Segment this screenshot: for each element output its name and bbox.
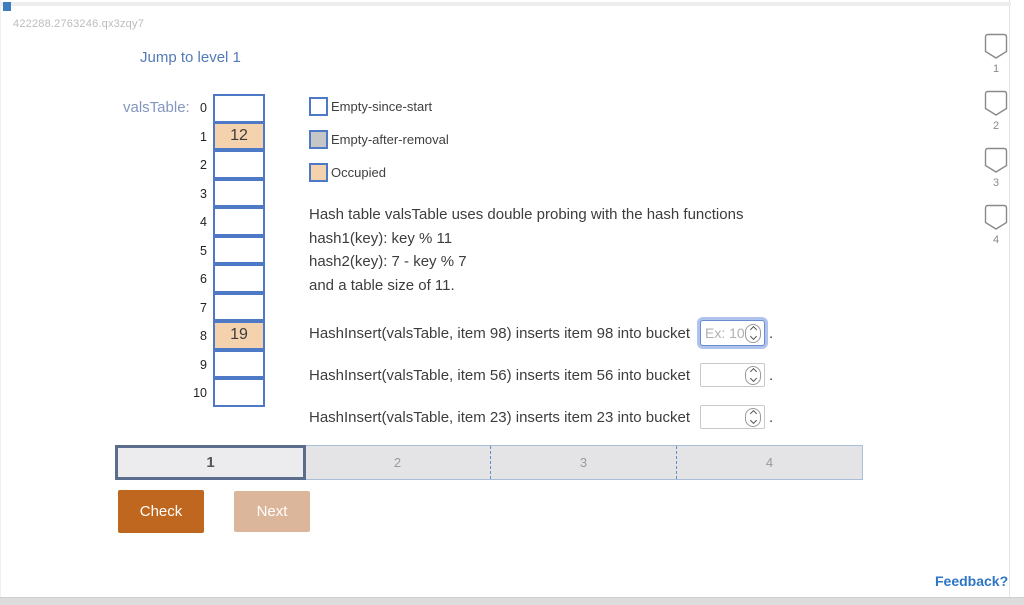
table-row: 2 — [185, 150, 265, 180]
hash-table: 0 1 12 2 3 4 5 6 7 — [185, 94, 265, 408]
level-shield-icon — [984, 147, 1008, 173]
check-button[interactable]: Check — [118, 490, 204, 533]
top-progress-bar — [1, 2, 1011, 11]
table-row: 6 — [185, 264, 265, 294]
number-stepper-icon[interactable] — [745, 365, 761, 385]
progress-segment-4: 4 — [676, 446, 862, 479]
legend-item: Empty-after-removal — [309, 129, 449, 149]
level-rail-item: 3 — [982, 147, 1010, 189]
progress-segment-3: 3 — [490, 446, 676, 479]
number-stepper-icon[interactable] — [745, 323, 761, 343]
table-row: 10 — [185, 378, 265, 408]
question-text: HashInsert(valsTable, item 98) inserts i… — [309, 324, 690, 342]
question-text: HashInsert(valsTable, item 23) inserts i… — [309, 408, 690, 426]
bucket-index: 6 — [200, 272, 207, 287]
table-row: 5 — [185, 235, 265, 266]
question-suffix: . — [769, 324, 774, 342]
legend-label: Occupied — [331, 164, 386, 180]
bucket-answer-input-wrap — [700, 363, 765, 387]
bucket-index: 4 — [200, 215, 207, 230]
bucket-cell — [213, 235, 265, 264]
question-text: HashInsert(valsTable, item 56) inserts i… — [309, 366, 690, 384]
bucket-cell: 19 — [213, 321, 265, 350]
bucket-index: 1 — [200, 129, 207, 144]
legend-item: Occupied — [309, 162, 449, 182]
level-rail-number: 2 — [992, 120, 1000, 132]
bucket-cell — [213, 292, 265, 321]
progress-segment-2: 2 — [393, 455, 402, 470]
legend-swatch-occupied — [309, 162, 328, 182]
number-stepper-icon[interactable] — [745, 407, 761, 427]
question-row: HashInsert(valsTable, item 98) inserts i… — [309, 318, 773, 348]
question-row: HashInsert(valsTable, item 56) inserts i… — [309, 360, 773, 390]
description-line: hash2(key): 7 - key % 7 — [309, 253, 467, 270]
bucket-index: 10 — [193, 386, 207, 401]
legend: Empty-since-start Empty-after-removal Oc… — [309, 96, 449, 195]
next-button[interactable]: Next — [234, 491, 310, 532]
chevron-down-icon — [749, 333, 757, 341]
table-row: 7 — [185, 292, 265, 323]
level-rail-number: 4 — [992, 234, 1000, 246]
question-row: HashInsert(valsTable, item 23) inserts i… — [309, 402, 773, 432]
jump-to-level-link[interactable]: Jump to level 1 — [140, 49, 241, 66]
table-row: 4 — [185, 207, 265, 237]
level-shield-icon — [984, 33, 1008, 59]
chevron-down-icon — [749, 417, 757, 425]
bucket-index: 7 — [200, 300, 207, 315]
legend-swatch-empty-after-removal — [309, 129, 328, 149]
question-suffix: . — [769, 408, 774, 426]
table-row: 0 — [185, 94, 265, 123]
bucket-cell — [213, 264, 265, 293]
bucket-index: 8 — [200, 329, 207, 344]
level-shield-icon — [984, 90, 1008, 116]
bucket-index: 0 — [200, 101, 207, 116]
description-line: and a table size of 11. — [309, 276, 455, 294]
bucket-answer-input-wrap — [700, 405, 765, 429]
table-row: 1 12 — [185, 121, 265, 152]
table-row: 8 19 — [185, 321, 265, 351]
level-rail-item: 4 — [982, 204, 1010, 246]
hash-table-label: valsTable: — [123, 99, 190, 116]
question-suffix: . — [769, 366, 774, 384]
level-rail-number: 3 — [992, 177, 1000, 189]
level-rail-item: 2 — [982, 90, 1010, 132]
bucket-answer-input[interactable] — [705, 409, 745, 425]
legend-label: Empty-since-start — [331, 98, 433, 114]
bottom-scrollbar-track[interactable] — [0, 597, 1024, 605]
bucket-index: 3 — [200, 186, 207, 201]
bucket-cell — [213, 378, 265, 407]
legend-label: Empty-after-removal — [331, 131, 449, 147]
description-line: Hash table valsTable uses double probing… — [309, 206, 744, 223]
bucket-cell — [213, 178, 265, 207]
level-rail-number: 1 — [992, 63, 1000, 75]
level-rail-item: 1 — [982, 33, 1010, 75]
legend-item: Empty-since-start — [309, 96, 449, 116]
bucket-cell: 12 — [213, 121, 265, 150]
bucket-answer-input[interactable] — [705, 325, 745, 341]
table-row: 9 — [185, 349, 265, 380]
progress-bar: 1 2 3 4 — [115, 445, 863, 480]
bucket-cell — [213, 94, 265, 123]
table-row: 3 — [185, 178, 265, 209]
top-progress-fill — [3, 2, 11, 11]
problem-description: Hash table valsTable uses double probing… — [309, 203, 829, 297]
bucket-cell — [213, 207, 265, 236]
progress-segment-1: 1 — [115, 445, 306, 480]
chevron-down-icon — [749, 375, 757, 383]
description-line: hash1(key): key % 11 — [309, 229, 453, 247]
activity-id: 422288.2763246.qx3zqy7 — [13, 18, 145, 30]
legend-swatch-empty-since-start — [309, 96, 328, 116]
bucket-answer-input-wrap — [700, 320, 765, 346]
bucket-index: 2 — [200, 158, 207, 173]
bucket-index: 5 — [200, 243, 207, 258]
bucket-answer-input[interactable] — [705, 367, 745, 383]
bucket-index: 9 — [200, 357, 207, 372]
feedback-link[interactable]: Feedback? — [935, 573, 1009, 589]
level-rail: 1 2 3 4 — [982, 33, 1010, 261]
bucket-cell — [213, 150, 265, 179]
level-shield-icon — [984, 204, 1008, 230]
bucket-cell — [213, 349, 265, 378]
